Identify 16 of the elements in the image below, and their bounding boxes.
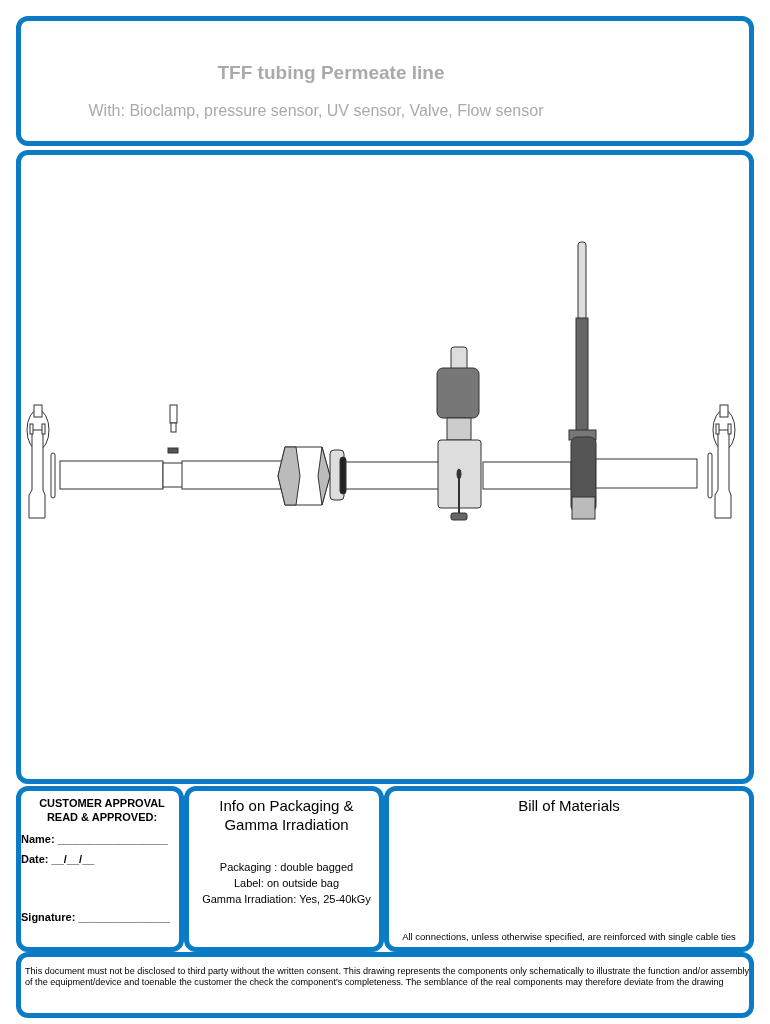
approval-heading: CUSTOMER APPROVAL READ & APPROVED: — [38, 797, 166, 825]
notice-panel — [16, 952, 754, 1018]
connections-note: All connections, unless otherwise specified, are reinforced with single cable ties — [401, 931, 737, 943]
packaging-note: Packaging : double bagged — [218, 861, 355, 875]
signature-fill-in-line: Signature: _______________ — [21, 911, 172, 925]
header-heading: TFF tubing Permeate line — [216, 61, 446, 85]
notice-text: This document must not be disclosed to third party without the written consent. This drawing represents the components only schematically to illustrate the function and/or assembly of the equipment/device and toenable the customer the check the component's completeness. The semblance of the real components may therefore deviate from the drawing — [25, 966, 751, 989]
gamma-note: Gamma Irradiation: Yes, 25-40kGy — [201, 893, 372, 907]
drawing-panel — [16, 150, 754, 784]
materials-heading: Bill of Materials — [517, 797, 621, 816]
header-panel — [16, 16, 754, 146]
header-subheading: With: Bioclamp, pressure sensor, UV sensor, Valve, Flow sensor — [87, 101, 545, 121]
info-heading: Info on Packaging & Gamma Irradiation — [218, 797, 355, 835]
name-fill-in-line: Name: __________________ — [21, 833, 169, 847]
label-note: Label: on outside bag — [232, 877, 341, 891]
date-fill-in-line: Date: __/__/__ — [21, 853, 96, 867]
